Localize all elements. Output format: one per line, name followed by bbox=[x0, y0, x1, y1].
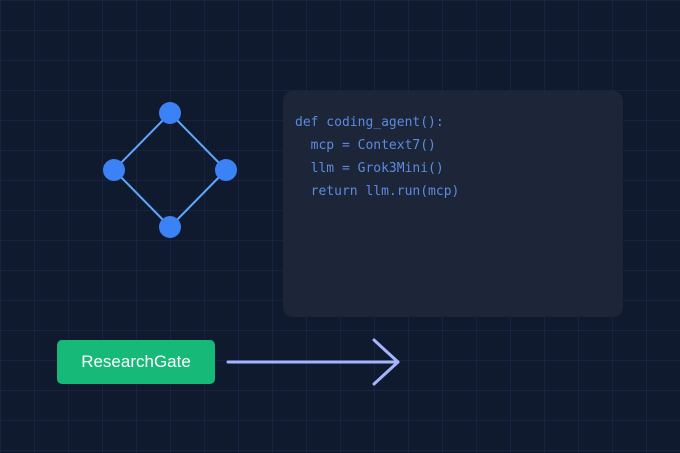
code-line: return llm.run(mcp) bbox=[295, 184, 460, 199]
node-right bbox=[215, 159, 237, 181]
code-line: llm = Grok3Mini() bbox=[295, 161, 444, 176]
arrow-head bbox=[372, 338, 400, 386]
node-top bbox=[159, 102, 181, 124]
network-edges bbox=[113, 112, 227, 228]
edge-bottom-left bbox=[113, 169, 171, 228]
edge-right-bottom bbox=[169, 169, 227, 228]
edge-top-right bbox=[169, 112, 227, 171]
edge-left-top bbox=[113, 112, 171, 171]
node-bottom bbox=[159, 216, 181, 238]
researchgate-button-label: ResearchGate bbox=[81, 352, 191, 371]
code-panel: def coding_agent(): mcp = Context7() llm… bbox=[283, 91, 623, 317]
node-left bbox=[103, 159, 125, 181]
researchgate-button[interactable]: ResearchGate bbox=[57, 340, 215, 384]
network-nodes bbox=[103, 102, 237, 238]
code-line: mcp = Context7() bbox=[295, 138, 436, 153]
code-line: def coding_agent(): bbox=[295, 115, 444, 130]
